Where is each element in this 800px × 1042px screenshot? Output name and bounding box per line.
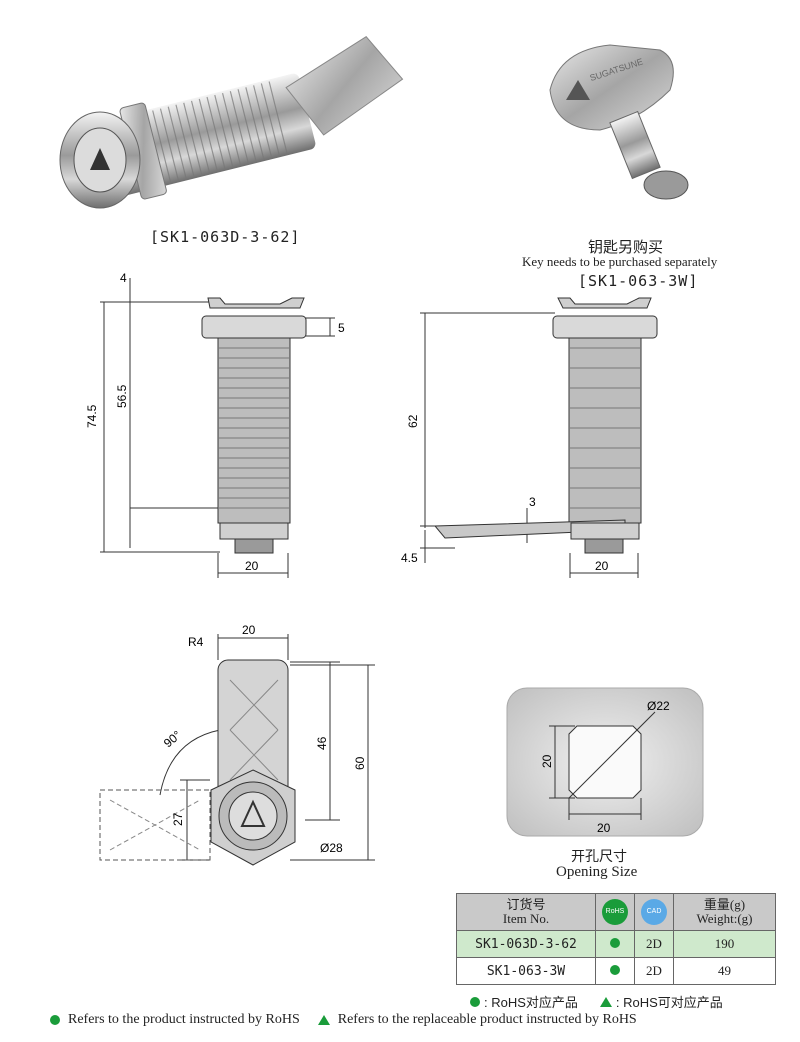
dim-hex: 5 <box>338 321 345 335</box>
cell-cad: 2D <box>634 957 674 985</box>
opening-size-drawing: Ø22 20 20 <box>506 687 704 837</box>
replaceable-triangle-icon <box>599 996 612 1007</box>
dim-cam: 3 <box>529 495 536 509</box>
key-photo: SUGATSUNE <box>549 44 689 200</box>
side-view-drawing: 4 5 74.5 56.5 20 <box>85 271 345 578</box>
dim-width-cam: 20 <box>595 559 609 573</box>
cad-icon: CAD <box>641 899 667 925</box>
legend-rohs-en: Refers to the product instructed by RoHS <box>68 1012 300 1027</box>
legend-rohs-cn: : RoHS对应产品 <box>484 995 578 1010</box>
key-caption-en: Key needs to be purchased separately <box>522 254 718 269</box>
key-code: [SK1-063-3W] <box>578 272 699 290</box>
replaceable-triangle-icon <box>317 1015 330 1025</box>
dim-bottom: 4.5 <box>401 551 418 565</box>
front-width: 20 <box>242 623 256 637</box>
key-caption-cn: 钥匙另购买 <box>588 239 664 256</box>
lock-photo <box>59 36 404 209</box>
dim-total: 74.5 <box>85 404 99 428</box>
dim-total-cam: 62 <box>406 414 420 428</box>
lock-caption: [SK1-063D-3-62] <box>150 228 301 246</box>
legend-cn: : RoHS对应产品 : RoHS可对应产品 <box>470 992 723 1011</box>
table-row: SK1-063-3W 2D 49 <box>456 957 776 985</box>
col-weight-cn: 重量(g) <box>703 897 746 912</box>
col-item-cn: 订货号 <box>506 897 546 912</box>
legend-en: Refers to the product instructed by RoHS… <box>50 1012 637 1028</box>
front-dim-60: 60 <box>353 756 367 770</box>
dim-width: 20 <box>245 559 259 573</box>
opening-title-cn: 开孔尺寸 <box>571 848 627 864</box>
rohs-dot-icon <box>610 938 620 948</box>
rohs-dot-icon <box>470 996 480 1007</box>
front-dia-28: Ø28 <box>320 841 343 855</box>
opening-dim-w: 20 <box>597 821 611 835</box>
opening-title-en: Opening Size <box>556 864 638 880</box>
rohs-dot-icon <box>50 1015 60 1025</box>
col-rohs: RoHS <box>595 893 635 931</box>
item-table: 订货号 Item No. RoHS CAD 重量(g) Weight:(g) S… <box>456 893 776 985</box>
col-item: 订货号 Item No. <box>456 893 596 931</box>
dim-top: 4 <box>120 271 127 285</box>
front-dim-46: 46 <box>315 736 329 750</box>
cell-rohs <box>595 930 635 958</box>
legend-replace-en: Refers to the replaceable product instru… <box>337 1012 637 1027</box>
col-cad: CAD <box>634 893 674 931</box>
opening-dim-h: 20 <box>540 754 554 768</box>
cell-weight: 49 <box>673 957 776 985</box>
cell-item: SK1-063D-3-62 <box>456 930 596 958</box>
front-view-drawing: R4 20 90° 46 60 27 Ø28 <box>99 623 375 866</box>
front-dim-27: 27 <box>171 812 185 826</box>
cell-rohs <box>595 957 635 985</box>
cell-cad: 2D <box>634 930 674 958</box>
legend-replace-cn: : RoHS可对应产品 <box>615 995 723 1010</box>
rohs-dot-icon <box>610 965 620 975</box>
cell-weight: 190 <box>673 930 776 958</box>
col-weight: 重量(g) Weight:(g) <box>673 893 776 931</box>
rohs-icon: RoHS <box>602 899 628 925</box>
opening-dia: Ø22 <box>647 699 670 713</box>
front-radius: R4 <box>188 635 204 649</box>
cell-item: SK1-063-3W <box>456 957 596 985</box>
col-item-en: Item No. <box>502 911 550 926</box>
col-weight-en: Weight:(g) <box>696 911 753 926</box>
table-row: SK1-063D-3-62 2D 190 <box>456 930 776 958</box>
dim-thread: 56.5 <box>115 384 129 408</box>
side-view-drawing-cam: 62 3 4.5 20 <box>401 297 658 578</box>
front-angle: 90° <box>161 728 184 751</box>
